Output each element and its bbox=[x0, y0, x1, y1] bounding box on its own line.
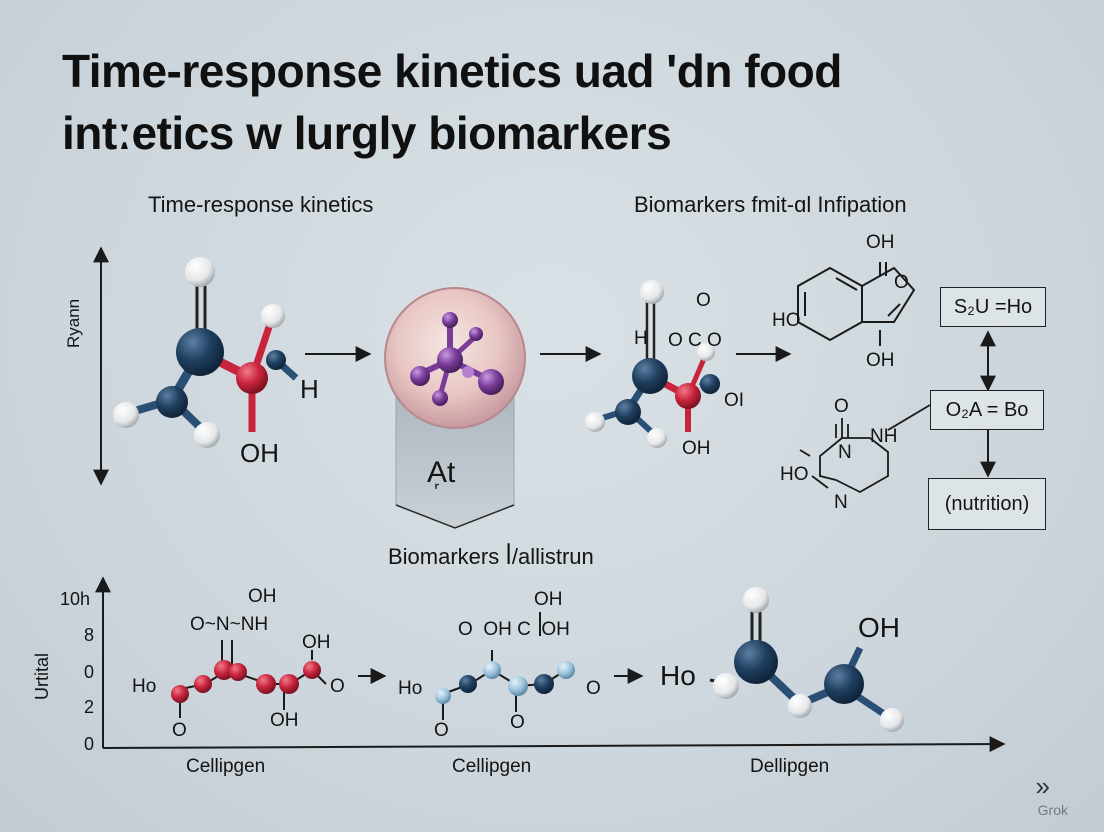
bm1-oh-top: OH bbox=[248, 586, 277, 607]
y-tick-1: 10h bbox=[60, 589, 91, 609]
chevron-icon: » bbox=[1035, 771, 1050, 801]
flow-box-2: O₂A = Bo bbox=[930, 390, 1044, 430]
bm1-ho: Ho bbox=[132, 676, 157, 697]
flow-box-3: (nutrition) bbox=[928, 478, 1046, 530]
page-title-line-1: Time-response kinetics uad 'dn food bbox=[62, 45, 842, 97]
ring-label-nh: NH bbox=[870, 426, 898, 447]
label-mid-o-c-o: O C O bbox=[668, 330, 722, 351]
bottom-molecule-1 bbox=[171, 640, 327, 718]
ring-label-ho-left: HO bbox=[772, 310, 801, 331]
bottom-y-label: Urtital bbox=[32, 652, 52, 700]
y-tick-3: 0 bbox=[84, 662, 95, 682]
x-label-3: Dellipgen bbox=[750, 756, 830, 777]
capsule-flask bbox=[384, 287, 526, 529]
y-tick-2: 8 bbox=[84, 625, 95, 645]
bm3-oh: OH bbox=[858, 612, 900, 643]
bm3-ho: Ho bbox=[660, 660, 696, 691]
ring-label-oh-bottom: OH bbox=[866, 350, 895, 371]
ring-label-o-amide: O bbox=[834, 396, 849, 417]
label-mid-h: H bbox=[634, 328, 648, 349]
middle-caption: Biomarkers ꟾ/allistrun bbox=[388, 544, 594, 569]
page-title-line-2: intːetics w lurgly biomarkers bbox=[62, 107, 672, 159]
bottom-molecule-3 bbox=[709, 587, 904, 732]
bm1-oh-below: OH bbox=[270, 710, 299, 731]
piperazine-ring bbox=[799, 404, 931, 494]
label-mid-oi: OI bbox=[724, 390, 745, 411]
y-tick-4: 2 bbox=[84, 697, 95, 717]
bottom-chart-axes bbox=[95, 576, 1006, 753]
molecule-top-left bbox=[113, 257, 299, 448]
ring-label-n-inner: N bbox=[838, 442, 852, 463]
grok-watermark: Grok bbox=[1037, 802, 1068, 818]
y-tick-5: 0 bbox=[84, 734, 95, 754]
flow-box-1: S₂U =Ho bbox=[940, 287, 1046, 327]
left-section-heading: Time-response kinetics bbox=[148, 192, 374, 217]
x-label-1: Cellipgen bbox=[186, 756, 266, 777]
label-left-h: H bbox=[300, 374, 319, 404]
ring-label-ho-low: HO bbox=[780, 464, 809, 485]
bm1-o-n-nh: O~N~NH bbox=[190, 614, 269, 635]
bm2-ho: Ho bbox=[398, 678, 423, 699]
x-label-2: Cellipgen bbox=[452, 756, 532, 777]
ring-label-o-right: O bbox=[894, 272, 909, 293]
bm2-o-oh-c-oh: O OH C OH bbox=[458, 619, 570, 640]
bm1-o-end: O bbox=[330, 676, 345, 697]
molecule-top-middle bbox=[585, 280, 720, 448]
bm2-oh-top: OH bbox=[534, 589, 563, 610]
fused-ring-structure bbox=[797, 262, 916, 346]
bm2-o-end: O bbox=[586, 678, 601, 699]
bm1-oh-right: OH bbox=[302, 632, 331, 653]
right-section-heading: Biomarkers fmit-ɑl Infipation bbox=[634, 192, 907, 217]
bm1-o-below: O bbox=[172, 720, 187, 741]
bottom-molecule-2 bbox=[435, 612, 575, 720]
label-mid-o-top: O bbox=[696, 290, 711, 311]
label-mid-oh: OH bbox=[682, 438, 711, 459]
ring-label-oh-top: OH bbox=[866, 232, 895, 253]
bm2-o-below-1: O bbox=[510, 712, 525, 733]
capsule-label: A᷊t bbox=[427, 456, 456, 489]
bm2-o-below-2: O bbox=[434, 720, 449, 741]
top-axis-label: Ryann bbox=[64, 298, 83, 348]
ring-label-n-low: N bbox=[834, 492, 848, 513]
label-left-oh: OH bbox=[240, 438, 279, 468]
